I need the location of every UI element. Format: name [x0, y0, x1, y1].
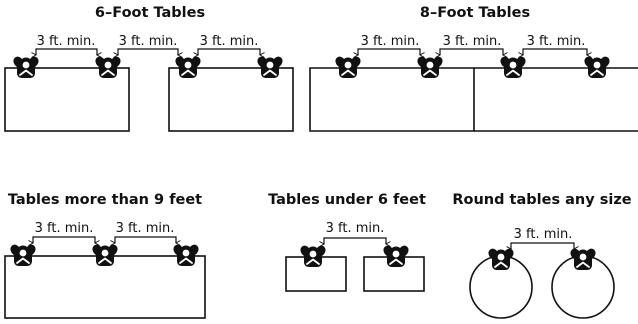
gap-label: 3 ft. min. — [37, 34, 96, 49]
table — [4, 67, 130, 132]
gap-label: 3 ft. min. — [326, 221, 385, 236]
table — [474, 67, 638, 132]
seated-person-icon — [569, 247, 597, 271]
gap-label: 3 ft. min. — [443, 34, 502, 49]
seated-person-icon — [299, 244, 327, 268]
gap-label: 3 ft. min. — [527, 34, 586, 49]
section-title: Tables under 6 feet — [268, 192, 426, 208]
distance-arrow — [511, 242, 574, 249]
gap-label: 3 ft. min. — [119, 34, 178, 49]
section-six-foot-tables: 6–Foot Tables 3 ft. min. 3 ft. min. 3 ft… — [4, 5, 294, 132]
gap-label: 3 ft. min. — [514, 227, 573, 242]
section-title: Round tables any size — [452, 192, 631, 208]
distance-arrow — [115, 236, 176, 243]
seated-person-icon — [174, 55, 202, 79]
seated-person-icon — [91, 243, 119, 267]
seated-person-icon — [256, 55, 284, 79]
gap-label: 3 ft. min. — [35, 221, 94, 236]
seated-person-icon — [12, 55, 40, 79]
gap-label: 3 ft. min. — [361, 34, 420, 49]
seated-person-icon — [416, 55, 444, 79]
seated-person-icon — [583, 55, 611, 79]
section-title: 6–Foot Tables — [95, 5, 205, 21]
seated-person-icon — [382, 244, 410, 268]
section-title: 8–Foot Tables — [420, 5, 530, 21]
distance-arrow — [358, 48, 420, 55]
distance-arrow — [523, 48, 587, 55]
section-under-6-feet: Tables under 6 feet 3 ft. min. — [268, 192, 426, 292]
distance-arrow — [198, 48, 260, 55]
section-eight-foot-tables: 8–Foot Tables 3 ft. min. 3 ft. min. 3 ft… — [309, 5, 638, 132]
seated-person-icon — [94, 55, 122, 79]
section-title: Tables more than 9 feet — [8, 192, 202, 208]
gap-label: 3 ft. min. — [200, 34, 259, 49]
seated-person-icon — [334, 55, 362, 79]
seated-person-icon — [499, 55, 527, 79]
distance-arrow — [440, 48, 503, 55]
section-more-than-9-feet: Tables more than 9 feet 3 ft. min. 3 ft.… — [4, 192, 206, 319]
seated-person-icon — [9, 243, 37, 267]
distance-arrow — [118, 48, 178, 55]
seated-person-icon — [172, 243, 200, 267]
distance-arrow — [36, 48, 97, 55]
section-round-tables: Round tables any size 3 ft. min. — [452, 192, 632, 319]
gap-label: 3 ft. min. — [116, 221, 175, 236]
distance-arrow — [324, 237, 386, 244]
distance-arrow — [33, 236, 95, 243]
seated-person-icon — [487, 247, 515, 271]
table — [309, 67, 475, 132]
table — [168, 67, 294, 132]
